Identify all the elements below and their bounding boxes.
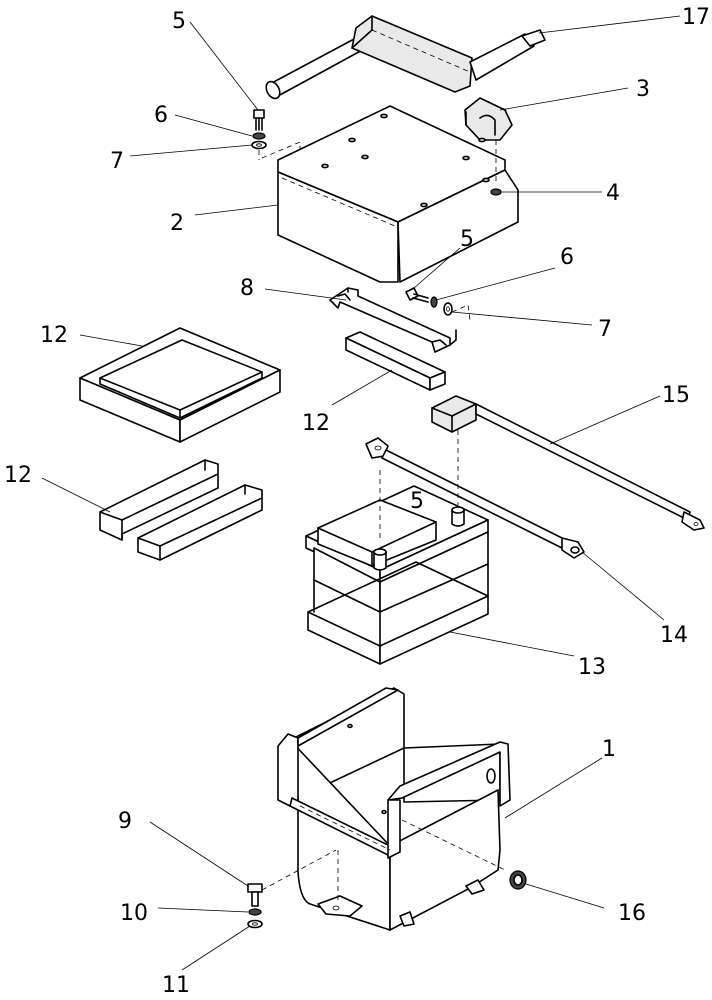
part-12-pad-strip	[345, 331, 446, 391]
callout-8: 8	[240, 276, 254, 301]
part-12-frame-pad	[79, 327, 281, 443]
part-5-bolt-top	[253, 109, 265, 131]
part-1-battery-tray	[277, 687, 511, 931]
callout-5-top: 5	[172, 9, 186, 34]
callout-4: 4	[606, 181, 620, 206]
callout-6-top: 6	[154, 103, 168, 128]
part-14-cable	[365, 437, 585, 559]
part-10-lock-washer	[248, 908, 262, 916]
callout-12-frame: 12	[40, 323, 68, 348]
callout-1: 1	[602, 737, 616, 762]
callout-10: 10	[120, 901, 148, 926]
part-6-lock-washer-top	[252, 132, 266, 140]
part-5-bolt-mid	[405, 287, 429, 303]
part-7-washer-mid	[443, 302, 453, 316]
callout-11: 11	[162, 973, 190, 998]
callout-labels: 17 3 4 5 6 7 2 5 6 7 8 12 12 12 15 5 14 …	[4, 5, 710, 998]
callout-17: 17	[682, 5, 710, 30]
callout-14: 14	[660, 623, 688, 648]
part-13-battery	[305, 430, 489, 665]
callout-13: 13	[578, 655, 606, 680]
part-7-washer-top	[251, 140, 267, 150]
part-2-battery-cover	[277, 105, 519, 283]
callout-6-mid: 6	[560, 245, 574, 270]
callout-16: 16	[618, 901, 646, 926]
leader-lines	[41, 15, 681, 971]
callout-5-mid: 5	[460, 227, 474, 252]
part-8-hold-down-bracket	[329, 287, 457, 353]
part-6-lock-washer-mid	[430, 296, 438, 308]
callout-2: 2	[170, 211, 184, 236]
callout-15: 15	[662, 383, 690, 408]
callout-12-u-pads: 12	[4, 463, 32, 488]
part-3-clip	[464, 97, 513, 141]
callout-5-battery: 5	[410, 489, 424, 514]
callout-3: 3	[636, 77, 650, 102]
callout-7-top: 7	[110, 149, 124, 174]
part-11-washer	[247, 919, 263, 929]
part-12-u-pads	[99, 459, 263, 561]
part-4-nut	[490, 140, 502, 196]
part-16-grommet	[509, 870, 527, 890]
part-15-cable	[431, 395, 705, 531]
part-17-handle-bar	[265, 15, 546, 100]
callout-9: 9	[118, 809, 132, 834]
part-9-bolt	[247, 849, 337, 907]
callout-7-mid: 7	[598, 317, 612, 342]
callout-12-strip: 12	[302, 411, 330, 436]
